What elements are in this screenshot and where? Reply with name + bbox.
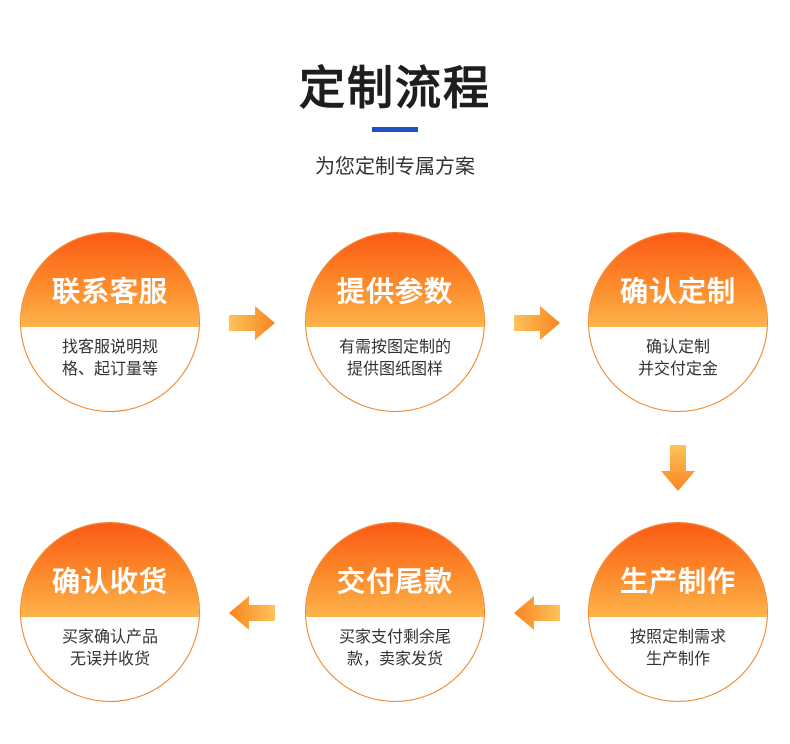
step-title: 提供参数 — [336, 275, 453, 309]
step-header: 确认收货 — [21, 523, 199, 618]
step-description: 找客服说明规 格、起订量等 — [35, 336, 185, 380]
step-confirm-receipt: 确认收货 买家确认产品 无误并收货 — [20, 522, 200, 702]
step-description: 买家确认产品 无误并收货 — [35, 626, 185, 670]
step-header: 交付尾款 — [306, 523, 484, 618]
step-desc-line: 有需按图定制的 — [338, 337, 451, 356]
step-title: 联系客服 — [51, 275, 168, 309]
arrow-left-icon — [229, 596, 275, 630]
step-desc-line: 找客服说明规 — [61, 337, 158, 356]
step-desc-line: 提供图纸图样 — [346, 359, 443, 378]
step-production: 生产制作 按照定制需求 生产制作 — [588, 522, 768, 702]
step-desc-line: 确认定制 — [645, 337, 710, 356]
step-title: 确认定制 — [619, 275, 736, 309]
step-contact-service: 联系客服 找客服说明规 格、起订量等 — [20, 232, 200, 412]
step-title: 交付尾款 — [336, 565, 453, 599]
step-pay-balance: 交付尾款 买家支付剩余尾 款，卖家发货 — [305, 522, 485, 702]
step-description: 确认定制 并交付定金 — [603, 336, 753, 380]
step-desc-line: 按照定制需求 — [629, 627, 726, 646]
step-desc-line: 并交付定金 — [637, 359, 718, 378]
step-desc-line: 款，卖家发货 — [346, 649, 443, 668]
step-header: 生产制作 — [589, 523, 767, 618]
step-title: 确认收货 — [51, 565, 168, 599]
step-desc-line: 格、起订量等 — [61, 359, 158, 378]
arrow-down-icon — [661, 445, 695, 491]
step-desc-line: 生产制作 — [645, 649, 710, 668]
page-title: 定制流程 — [299, 61, 491, 115]
step-description: 买家支付剩余尾 款，卖家发货 — [320, 626, 470, 670]
title-underline — [372, 127, 418, 132]
arrow-right-icon — [229, 306, 275, 340]
arrow-right-icon — [514, 306, 560, 340]
step-header: 提供参数 — [306, 233, 484, 328]
step-desc-line: 买家确认产品 — [61, 627, 158, 646]
step-header: 确认定制 — [589, 233, 767, 328]
step-description: 按照定制需求 生产制作 — [603, 626, 753, 670]
step-title: 生产制作 — [619, 565, 736, 599]
arrow-left-icon — [514, 596, 560, 630]
step-desc-line: 买家支付剩余尾 — [338, 627, 451, 646]
step-description: 有需按图定制的 提供图纸图样 — [320, 336, 470, 380]
step-provide-parameters: 提供参数 有需按图定制的 提供图纸图样 — [305, 232, 485, 412]
step-desc-line: 无误并收货 — [69, 649, 150, 668]
page-subtitle: 为您定制专属方案 — [315, 154, 475, 178]
step-confirm-customization: 确认定制 确认定制 并交付定金 — [588, 232, 768, 412]
step-header: 联系客服 — [21, 233, 199, 328]
